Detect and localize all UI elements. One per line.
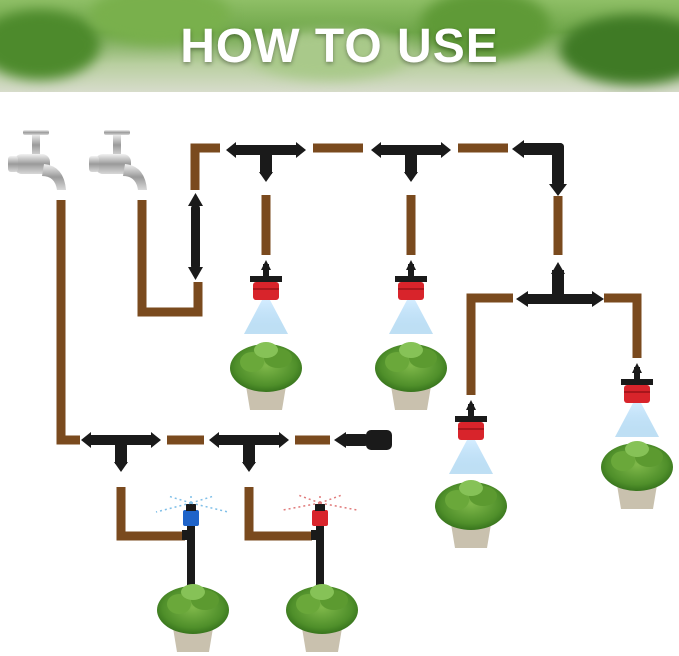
irrigation-diagram xyxy=(0,92,679,656)
tee-connector-icon xyxy=(371,142,451,182)
tee-connector-icon xyxy=(81,432,161,472)
header-banner: HOW TO USE xyxy=(0,0,679,92)
drip-emitter-icon xyxy=(244,260,288,334)
tee-connector-icon xyxy=(516,262,604,307)
tubing xyxy=(56,143,642,541)
drip-emitter-icon xyxy=(449,400,493,474)
tubing-gaps xyxy=(60,290,63,296)
micro-sprinkler-icon xyxy=(282,493,358,588)
drip-emitter-icon xyxy=(389,260,433,334)
potted-plant-icon xyxy=(435,480,507,548)
potted-plant-icon xyxy=(157,584,229,652)
faucet-icon xyxy=(89,130,147,190)
tee-connector-icon xyxy=(209,432,289,472)
potted-plant-icon xyxy=(601,441,673,509)
page-title: HOW TO USE xyxy=(180,19,499,73)
elbow-connector-icon xyxy=(512,140,567,196)
micro-sprinkler-icon xyxy=(155,494,229,588)
potted-plant-icon xyxy=(375,342,447,410)
potted-plant-icon xyxy=(286,584,358,652)
straight-connector-icon xyxy=(188,193,203,280)
drip-emitter-icon xyxy=(615,363,659,437)
faucet-icon xyxy=(8,130,66,190)
tee-connector-icon xyxy=(226,142,306,182)
potted-plant-icon xyxy=(230,342,302,410)
end-plug-icon xyxy=(334,430,392,450)
